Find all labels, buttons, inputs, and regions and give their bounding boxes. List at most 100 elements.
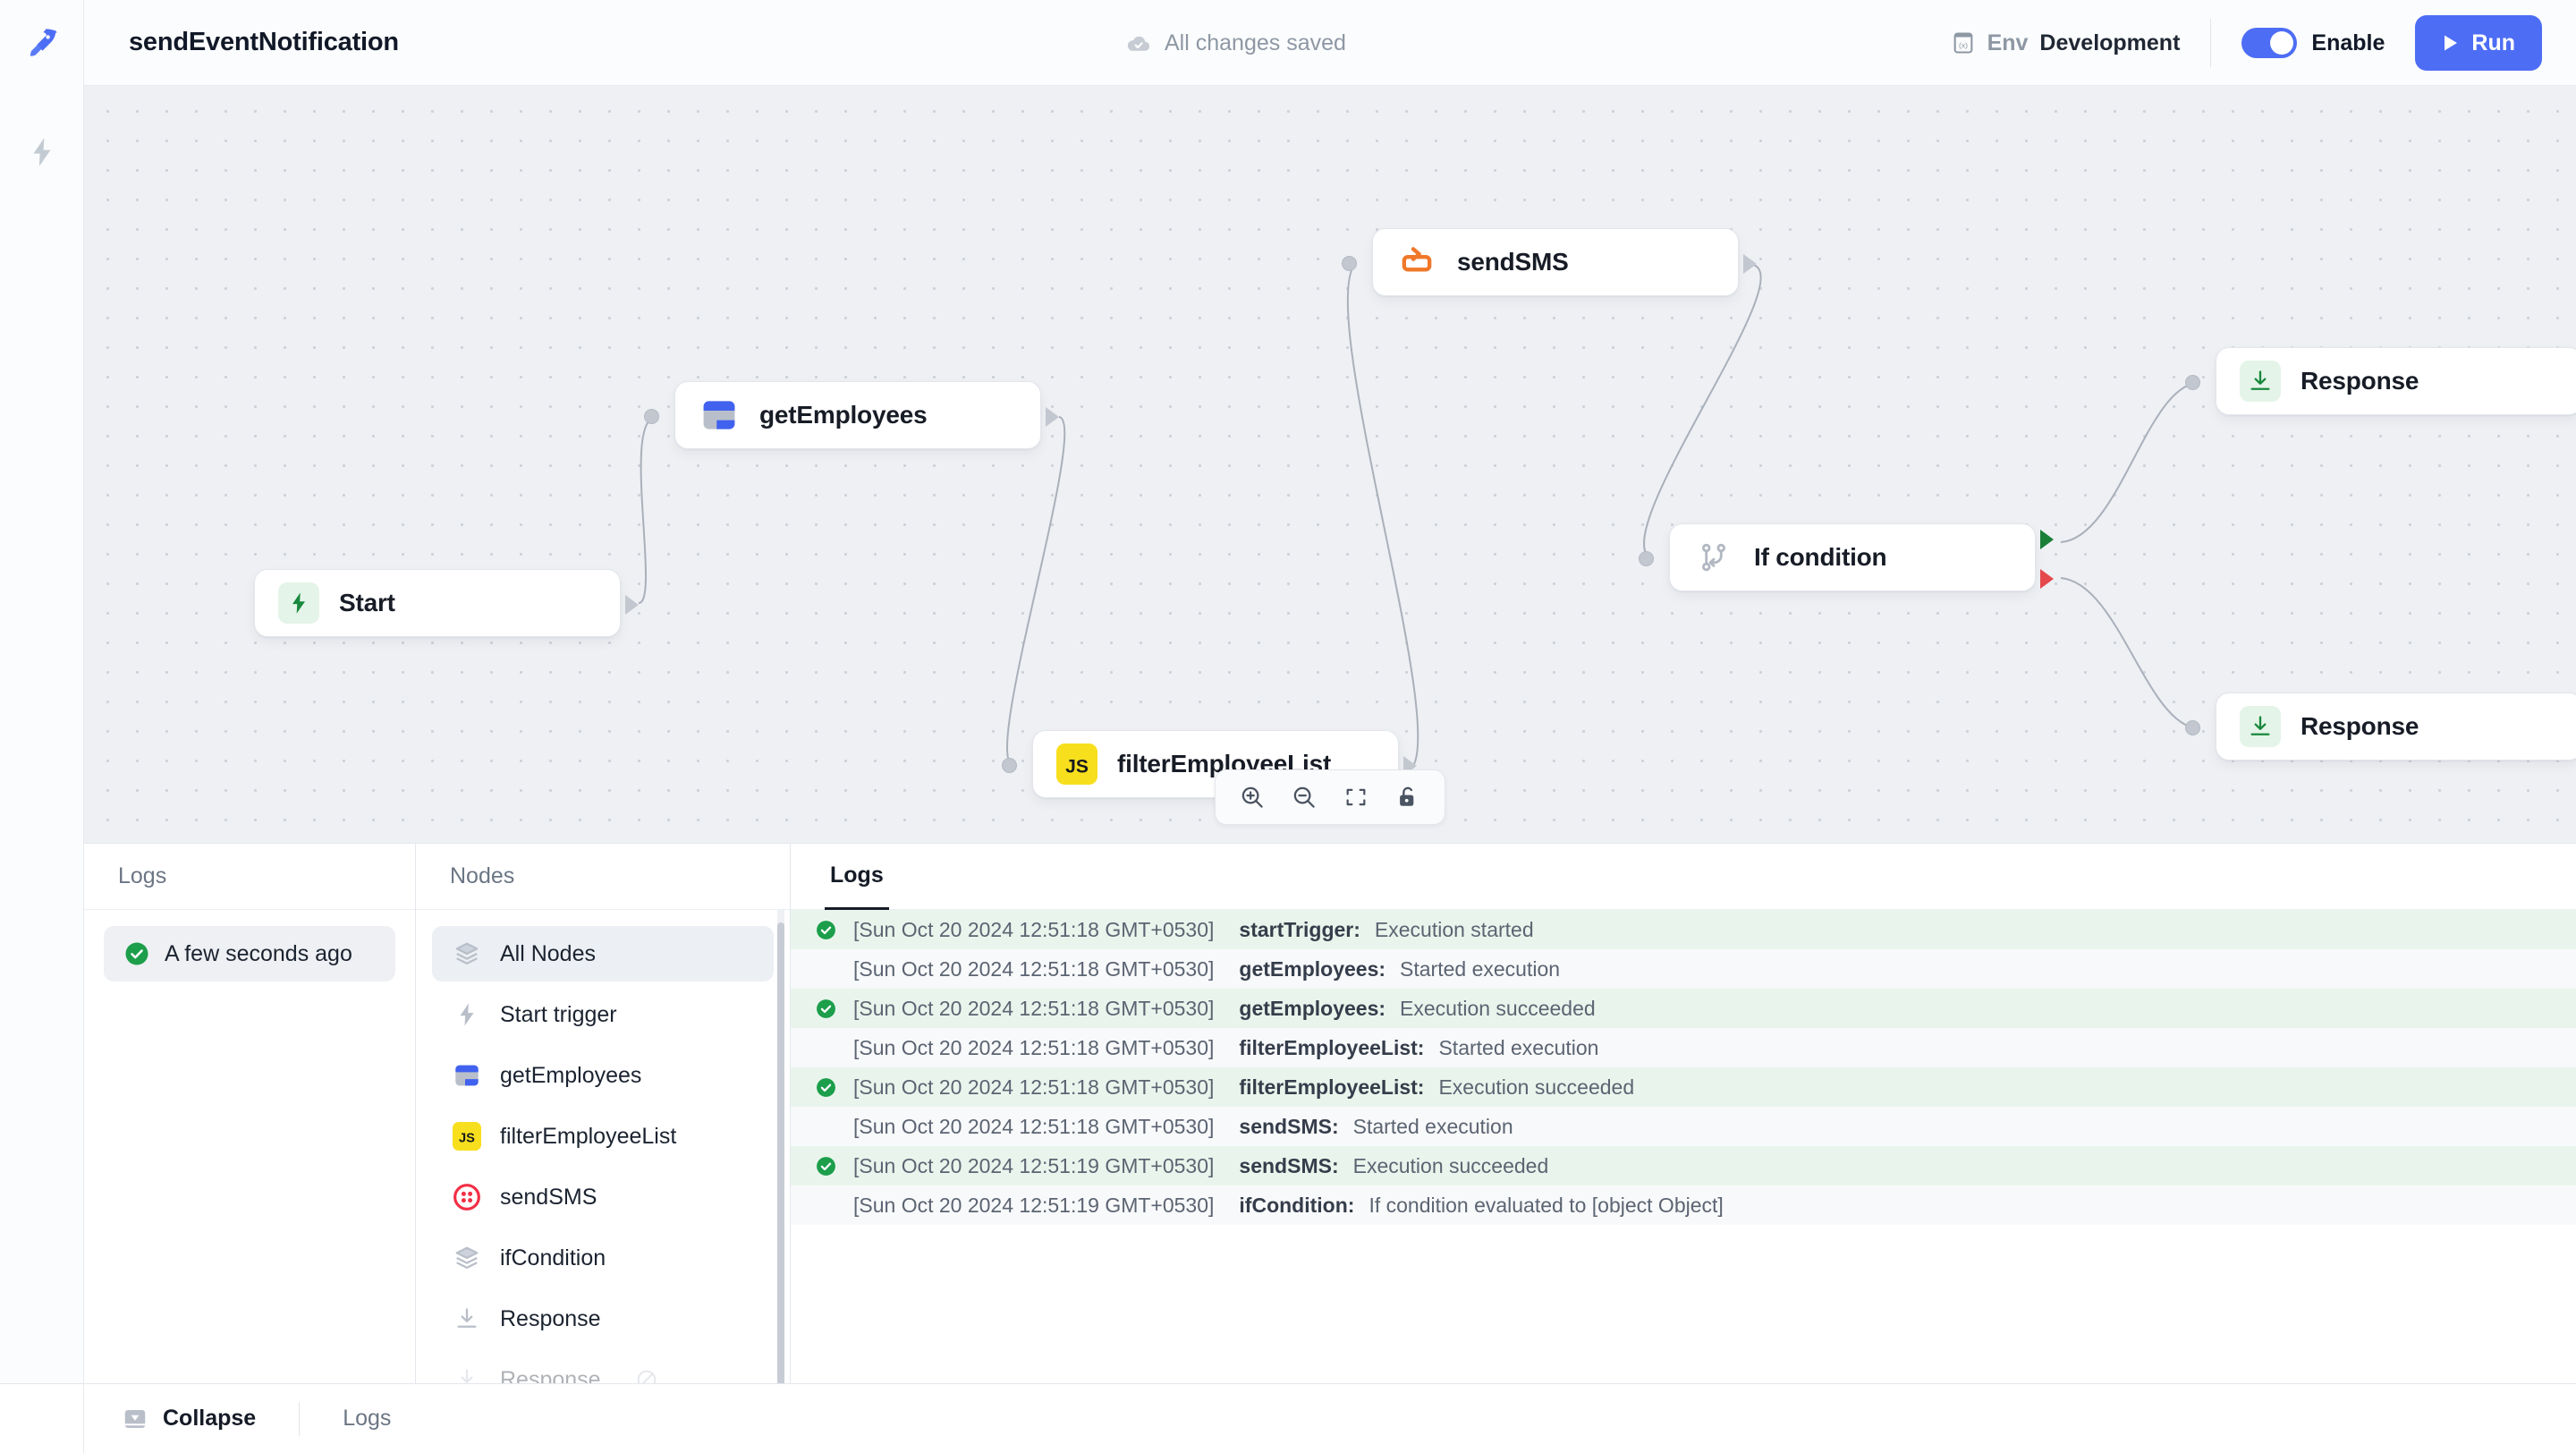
- database-blue-icon: [699, 395, 740, 436]
- collapse-icon: [124, 1409, 146, 1428]
- header-divider: [2210, 19, 2212, 67]
- list-item-filteremployeelist[interactable]: JS filterEmployeeList: [432, 1109, 774, 1164]
- header-actions: (x) Env Development Enable Run: [1951, 0, 2542, 86]
- log-node-name: sendSMS:: [1239, 1153, 1339, 1177]
- table-row[interactable]: [Sun Oct 20 2024 12:51:19 GMT+0530] send…: [791, 1146, 2576, 1185]
- table-row[interactable]: [Sun Oct 20 2024 12:51:18 GMT+0530] getE…: [791, 989, 2576, 1028]
- run-button-label: Run: [2471, 30, 2515, 55]
- list-item-response-1[interactable]: Response: [432, 1291, 774, 1347]
- log-node-name: sendSMS:: [1239, 1114, 1339, 1138]
- response-green-icon: [2240, 706, 2281, 747]
- log-message: Execution started: [1374, 917, 1534, 941]
- node-input-port[interactable]: [1342, 256, 1357, 271]
- list-item-label: sendSMS: [500, 1184, 597, 1210]
- left-rail: [0, 86, 84, 1383]
- log-timestamp: [Sun Oct 20 2024 12:51:18 GMT+0530]: [853, 1035, 1215, 1059]
- nodes-column-header: Nodes: [416, 844, 790, 910]
- table-row[interactable]: [Sun Oct 20 2024 12:51:19 GMT+0530] ifCo…: [791, 1185, 2576, 1225]
- response-green-icon: [2240, 361, 2281, 402]
- variable-icon: (x): [1953, 32, 1972, 54]
- unlock-icon[interactable]: [1387, 777, 1428, 818]
- tab-logs-label: Logs: [830, 862, 884, 888]
- node-output-arrow[interactable]: [625, 595, 639, 615]
- zoom-in-icon[interactable]: [1232, 777, 1273, 818]
- canvas-node-label: If condition: [1754, 543, 1887, 571]
- node-input-port[interactable]: [1639, 551, 1654, 566]
- rocket-icon: [30, 28, 57, 56]
- log-timestamp: [Sun Oct 20 2024 12:51:19 GMT+0530]: [853, 1193, 1215, 1217]
- list-item-label: filterEmployeeList: [500, 1123, 677, 1149]
- rail-bottom-spacer: [0, 1383, 84, 1453]
- canvas-node-getemployees[interactable]: getEmployees: [644, 381, 1059, 449]
- nodes-column-body: All Nodes Start trigger: [416, 910, 790, 1383]
- node-input-port[interactable]: [1002, 758, 1017, 773]
- log-message: Execution succeeded: [1352, 1153, 1549, 1177]
- save-status: All changes saved: [1125, 0, 1346, 86]
- bottom-panel: Logs A few seconds ago: [84, 843, 2576, 1383]
- log-node-name: ifCondition:: [1239, 1193, 1355, 1217]
- status-badge: [810, 1155, 841, 1177]
- status-badge: [810, 1076, 841, 1099]
- response-gray-icon: [452, 1304, 482, 1334]
- node-output-arrow[interactable]: [1046, 407, 1059, 427]
- log-timestamp: [Sun Oct 20 2024 12:51:18 GMT+0530]: [853, 956, 1215, 981]
- canvas-node-sendsms[interactable]: sendSMS: [1342, 228, 1757, 296]
- log-timestamp: [Sun Oct 20 2024 12:51:18 GMT+0530]: [853, 917, 1215, 941]
- list-item-ifcondition[interactable]: ifCondition: [432, 1230, 774, 1286]
- log-detail-tabs: Logs: [791, 844, 2576, 910]
- table-row[interactable]: [Sun Oct 20 2024 12:51:18 GMT+0530] getE…: [791, 949, 2576, 989]
- bottom-bar-logs-tab[interactable]: Logs: [343, 1406, 392, 1431]
- nodes-scrollbar-thumb[interactable]: [777, 922, 784, 1383]
- list-item-start-trigger[interactable]: Start trigger: [432, 987, 774, 1042]
- enable-toggle[interactable]: [2241, 28, 2298, 58]
- toggle-knob: [2270, 31, 2294, 55]
- table-row[interactable]: [Sun Oct 20 2024 12:51:18 GMT+0530] star…: [791, 910, 2576, 949]
- workflow-canvas[interactable]: Start getEmployees: [84, 86, 2576, 843]
- node-input-port[interactable]: [2185, 720, 2200, 735]
- log-node-name: getEmployees:: [1239, 956, 1386, 981]
- log-node-name: filterEmployeeList:: [1239, 1075, 1425, 1099]
- canvas-node-ifcondition[interactable]: If condition: [1639, 523, 2054, 591]
- run-button[interactable]: Run: [2415, 15, 2542, 71]
- node-input-port[interactable]: [644, 409, 659, 424]
- lightning-icon: [33, 138, 50, 166]
- table-row[interactable]: [Sun Oct 20 2024 12:51:18 GMT+0530] send…: [791, 1107, 2576, 1146]
- nodes-column-title: Nodes: [450, 863, 515, 888]
- run-timestamp: A few seconds ago: [165, 940, 352, 966]
- app-logo[interactable]: [0, 0, 84, 86]
- list-item-label: ifCondition: [500, 1245, 606, 1270]
- list-item[interactable]: A few seconds ago: [104, 926, 395, 981]
- layers-icon: [452, 939, 482, 969]
- top-header: sendEventNotification All changes saved …: [0, 0, 2576, 86]
- node-output-arrow-true[interactable]: [2040, 530, 2054, 549]
- collapse-button[interactable]: Collapse: [122, 1406, 256, 1432]
- list-item-getemployees[interactable]: getEmployees: [432, 1048, 774, 1103]
- canvas-toolbar: [1215, 769, 1445, 825]
- canvas-node-response-1[interactable]: Response: [2185, 347, 2576, 415]
- table-row[interactable]: [Sun Oct 20 2024 12:51:18 GMT+0530] filt…: [791, 1067, 2576, 1107]
- list-item-response-2[interactable]: Response: [432, 1352, 774, 1383]
- git-branch-icon: [1693, 537, 1734, 578]
- log-detail-column: Logs [Sun Oct 20 2024 12:51:18 GMT+0530]…: [791, 844, 2576, 1383]
- sidebar-item-triggers[interactable]: [17, 127, 67, 177]
- zoom-out-icon[interactable]: [1284, 777, 1325, 818]
- canvas-node-response-2[interactable]: Response: [2185, 693, 2576, 760]
- log-timestamp: [Sun Oct 20 2024 12:51:18 GMT+0530]: [853, 996, 1215, 1020]
- list-item-sendsms[interactable]: sendSMS: [432, 1169, 774, 1225]
- runs-column-header: Logs: [84, 844, 415, 910]
- table-row[interactable]: [Sun Oct 20 2024 12:51:18 GMT+0530] filt…: [791, 1028, 2576, 1067]
- canvas-node-start[interactable]: Start: [254, 569, 639, 637]
- list-item-all-nodes[interactable]: All Nodes: [432, 926, 774, 981]
- twilio-icon: [452, 1182, 482, 1212]
- svg-text:(x): (x): [1959, 40, 1968, 49]
- svg-text:JS: JS: [459, 1132, 475, 1146]
- node-input-port[interactable]: [2185, 375, 2200, 390]
- node-output-arrow[interactable]: [1743, 254, 1757, 274]
- page-title: sendEventNotification: [129, 28, 399, 56]
- log-timestamp: [Sun Oct 20 2024 12:51:18 GMT+0530]: [853, 1075, 1215, 1099]
- node-output-arrow-false[interactable]: [2040, 569, 2054, 589]
- env-selector[interactable]: (x) Env Development: [1951, 30, 2211, 56]
- tab-logs[interactable]: Logs: [825, 844, 889, 910]
- fit-view-icon[interactable]: [1335, 777, 1377, 818]
